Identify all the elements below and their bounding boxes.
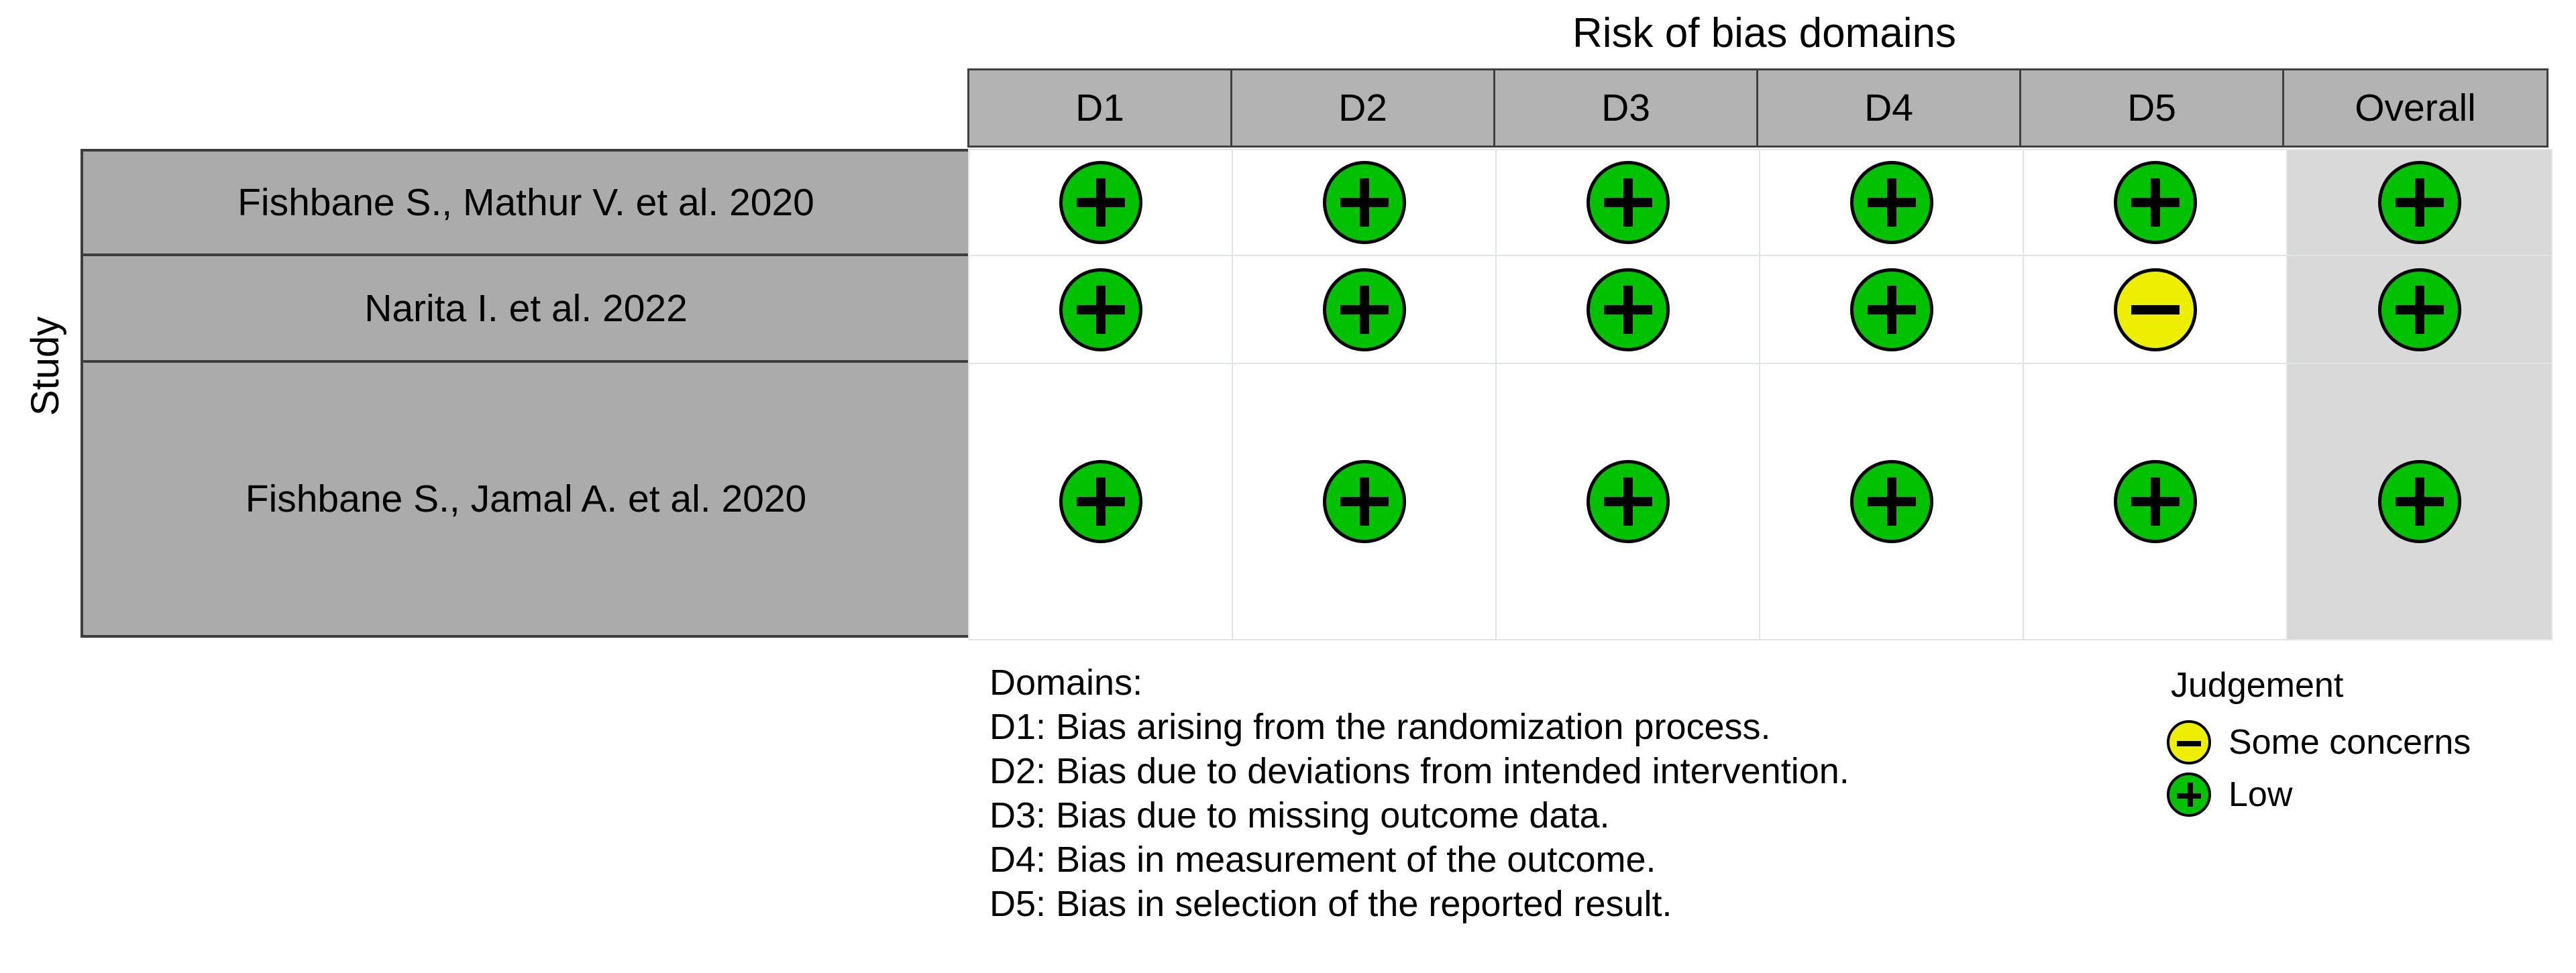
column-header-d3: D3 [1493,68,1758,148]
cell-row3-d1 [968,363,1233,640]
judgement-legend-label-low: Low [2229,775,2293,814]
plus-circle-green-icon [2167,772,2211,817]
cell-row2-d1 [968,255,1233,364]
column-header-d2: D2 [1230,68,1495,148]
cell-row1-d2 [1232,149,1497,256]
domains-legend-d5: D5: Bias in selection of the reported re… [989,884,1672,924]
plus-circle-green-icon [1059,460,1142,543]
y-axis-label: Study [23,316,67,416]
study-label-row-3: Fishbane S., Jamal A. et al. 2020 [80,360,971,638]
domains-legend: Domains: D1: Bias arising from the rando… [989,661,1849,926]
plus-circle-green-icon [1586,161,1670,244]
domains-legend-d4: D4: Bias in measurement of the outcome. [989,840,1656,880]
judgement-legend-label-some-concerns: Some concerns [2229,723,2471,762]
plus-circle-green-icon [1059,161,1142,244]
study-label-column: Fishbane S., Mathur V. et al. 2020 Narit… [80,149,971,638]
column-header-d1: D1 [967,68,1232,148]
cell-row1-d1 [968,149,1233,256]
plus-circle-green-icon [1322,268,1406,351]
study-label-row-2: Narita I. et al. 2022 [80,253,971,363]
cell-row3-d4 [1759,363,2024,640]
table-row [968,363,2559,640]
plus-circle-green-icon [1322,460,1406,543]
column-header-overall: Overall [2282,68,2548,148]
judgement-legend: Judgement Some concerns Low [2167,665,2471,821]
cell-row1-d5 [2023,149,2288,256]
cell-row2-d3 [1495,255,1760,364]
minus-circle-yellow-icon [2167,720,2211,764]
plus-circle-green-icon [1849,460,1933,543]
cell-row3-overall [2286,363,2553,640]
plus-circle-green-icon [1849,268,1933,351]
plus-circle-green-icon [1322,161,1406,244]
table-header-row: D1 D2 D3 D4 D5 Overall [967,68,2559,148]
judgement-legend-entry-low: Low [2167,768,2471,821]
cell-row2-d4 [1759,255,2024,364]
cell-row1-d4 [1759,149,2024,256]
domains-legend-d3: D3: Bias due to missing outcome data. [989,795,1610,836]
cell-row2-d5 [2023,255,2288,364]
cell-row1-overall [2286,149,2553,256]
plus-circle-green-icon [2377,161,2461,244]
table-row [968,255,2559,364]
column-header-d4: D4 [1756,68,2021,148]
plus-circle-green-icon [1586,268,1670,351]
judgement-legend-entry-some-concerns: Some concerns [2167,716,2471,768]
plus-circle-green-icon [2113,161,2197,244]
cell-row3-d2 [1232,363,1497,640]
plus-circle-green-icon [1586,460,1670,543]
cell-row1-d3 [1495,149,1760,256]
cell-row3-d3 [1495,363,1760,640]
plus-circle-green-icon [2377,460,2461,543]
domains-legend-d1: D1: Bias arising from the randomization … [989,707,1771,747]
cell-row2-d2 [1232,255,1497,364]
page-title: Risk of bias domains [1572,10,1957,56]
plus-circle-green-icon [2113,460,2197,543]
judgement-grid [968,149,2559,640]
domains-legend-heading: Domains: [989,663,1143,703]
plus-circle-green-icon [1059,268,1142,351]
table-row [968,149,2559,256]
minus-circle-yellow-icon [2113,268,2197,351]
cell-row2-overall [2286,255,2553,364]
plus-circle-green-icon [1849,161,1933,244]
plus-circle-green-icon [2377,268,2461,351]
cell-row3-d5 [2023,363,2288,640]
column-header-d5: D5 [2019,68,2284,148]
study-label-row-1: Fishbane S., Mathur V. et al. 2020 [80,149,971,256]
judgement-legend-title: Judgement [2171,666,2344,705]
domains-legend-d2: D2: Bias due to deviations from intended… [989,751,1849,791]
